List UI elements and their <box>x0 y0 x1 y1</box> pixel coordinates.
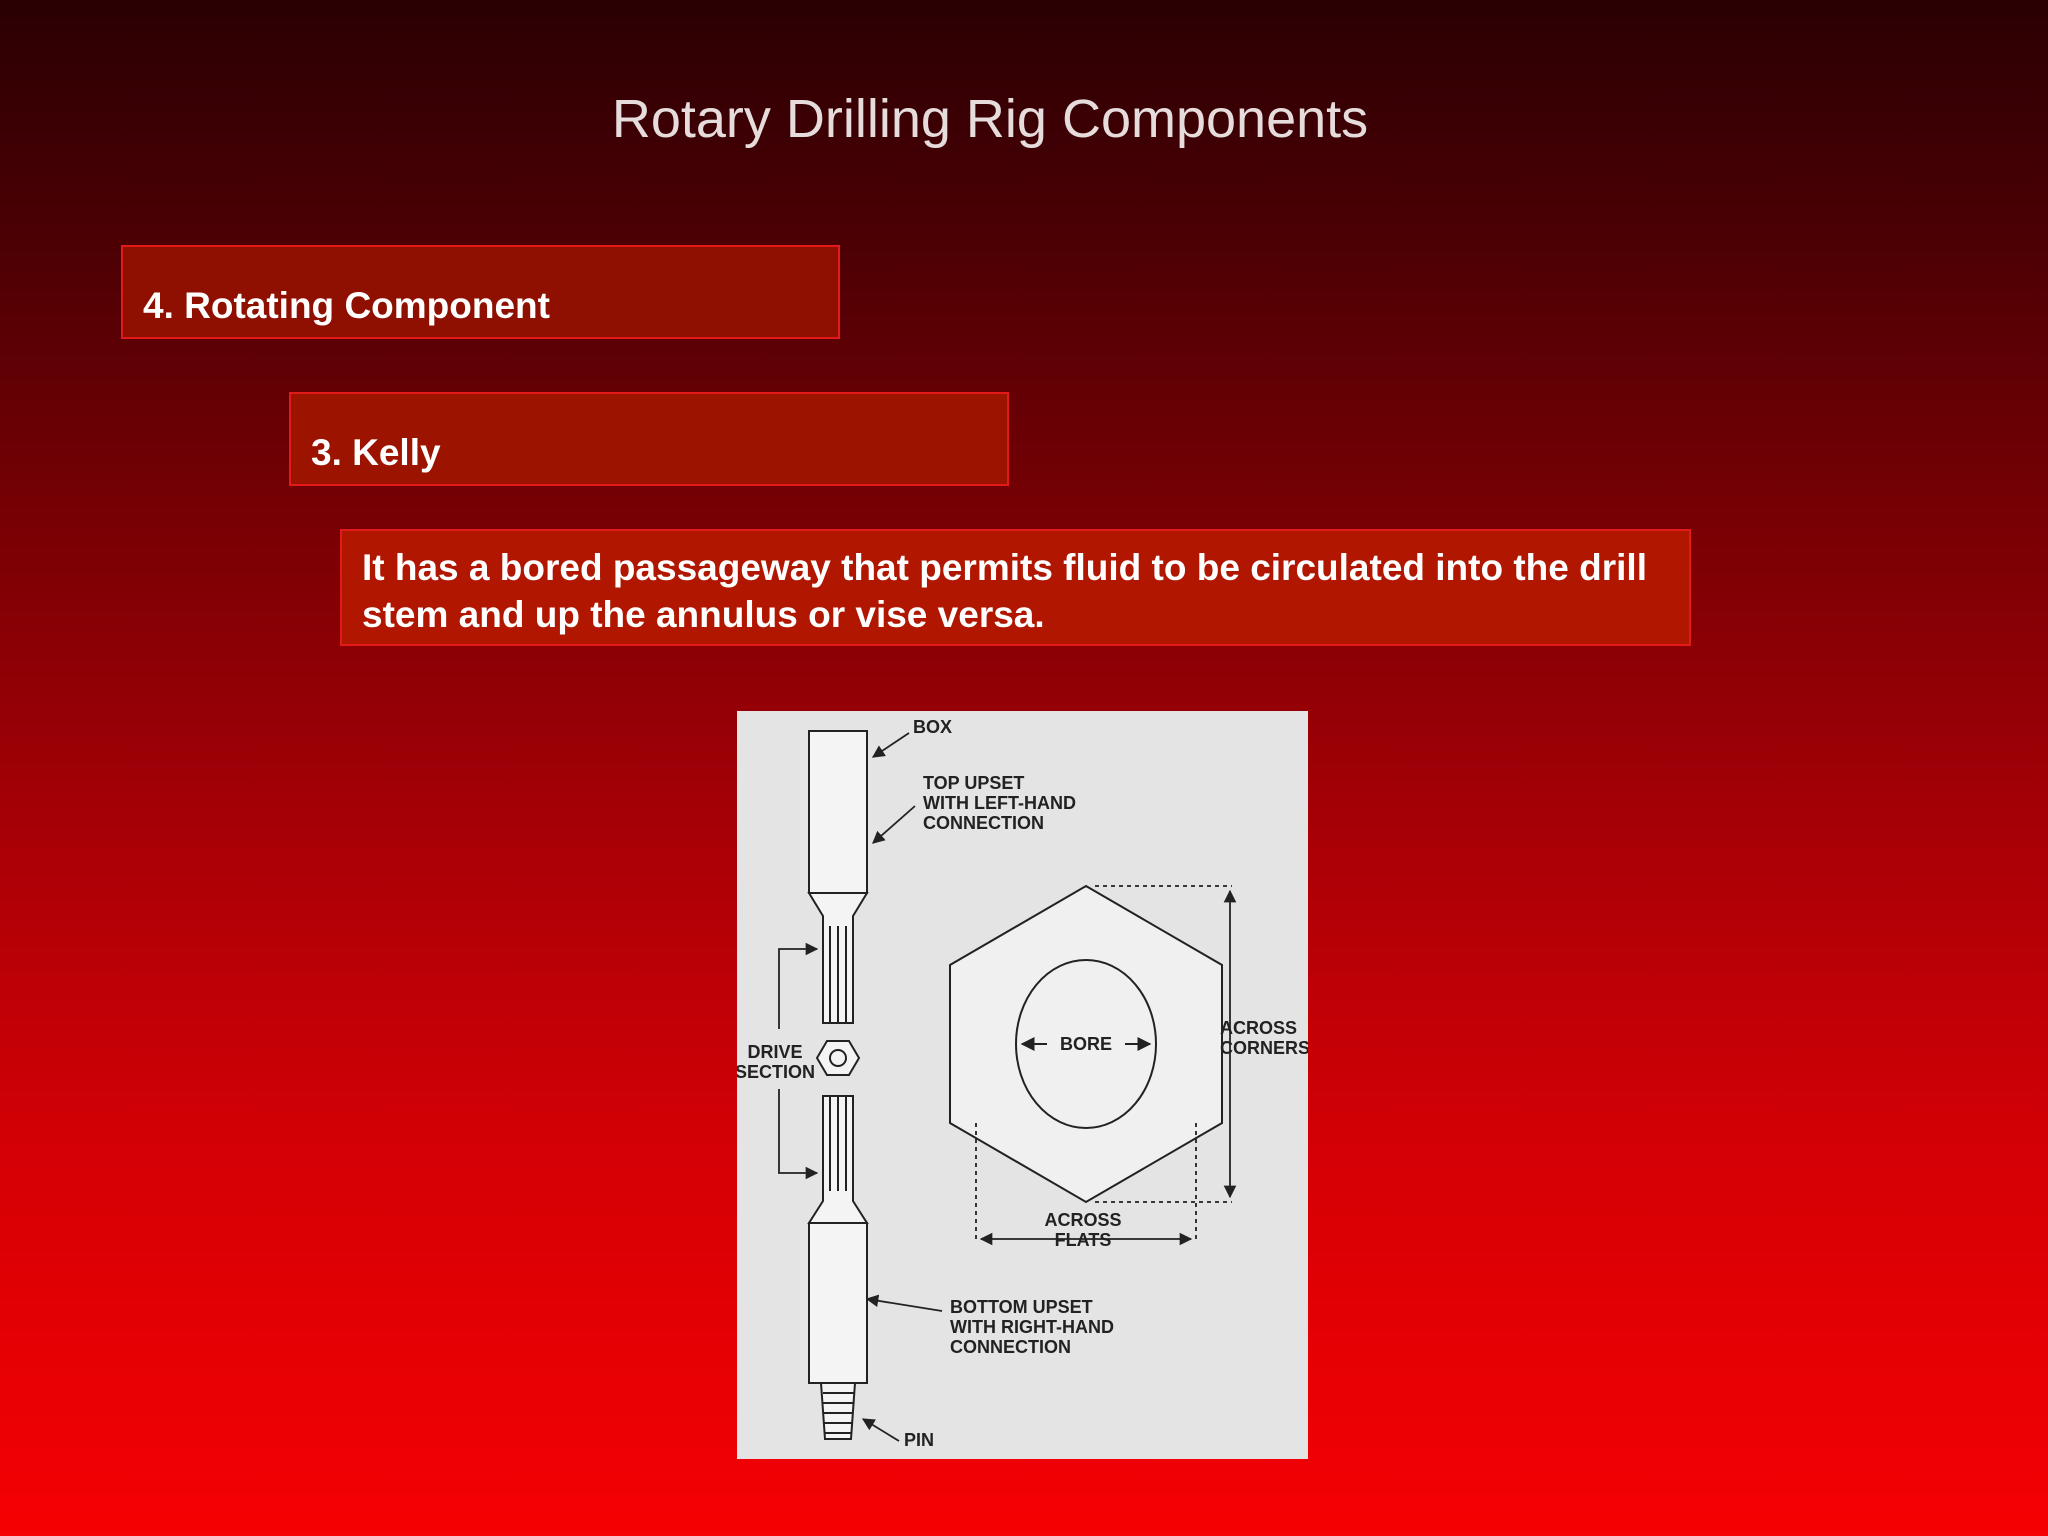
label-bottom-upset-3: CONNECTION <box>950 1337 1071 1357</box>
label-bottom-upset-2: WITH RIGHT-HAND <box>950 1317 1114 1337</box>
subsection-heading-box: 3. Kelly <box>289 392 1009 486</box>
slide-title: Rotary Drilling Rig Components <box>611 89 1369 150</box>
label-top-upset-1: TOP UPSET <box>923 773 1024 793</box>
kelly-diagram: BOX TOP UPSET WITH LEFT-HAND CONNECTION … <box>737 711 1308 1459</box>
label-across-corners-1: ACROSS <box>1220 1018 1297 1038</box>
label-top-upset-3: CONNECTION <box>923 813 1044 833</box>
label-bottom-upset-1: BOTTOM UPSET <box>950 1297 1093 1317</box>
label-drive-1: DRIVE <box>747 1042 802 1062</box>
label-pin: PIN <box>904 1430 934 1450</box>
label-bore: BORE <box>1060 1034 1112 1054</box>
kelly-shaft <box>807 730 869 1440</box>
kelly-cross-section <box>949 884 1223 1204</box>
label-across-flats-1: ACROSS <box>1044 1210 1121 1230</box>
label-box: BOX <box>913 717 952 737</box>
label-across-flats-2: FLATS <box>1055 1230 1112 1250</box>
label-across-corners-2: CORNERS <box>1220 1038 1308 1058</box>
label-drive-2: SECTION <box>737 1062 815 1082</box>
label-top-upset-2: WITH LEFT-HAND <box>923 793 1076 813</box>
section-heading-box: 4. Rotating Component <box>121 245 840 339</box>
description-box: It has a bored passageway that permits f… <box>340 529 1691 646</box>
